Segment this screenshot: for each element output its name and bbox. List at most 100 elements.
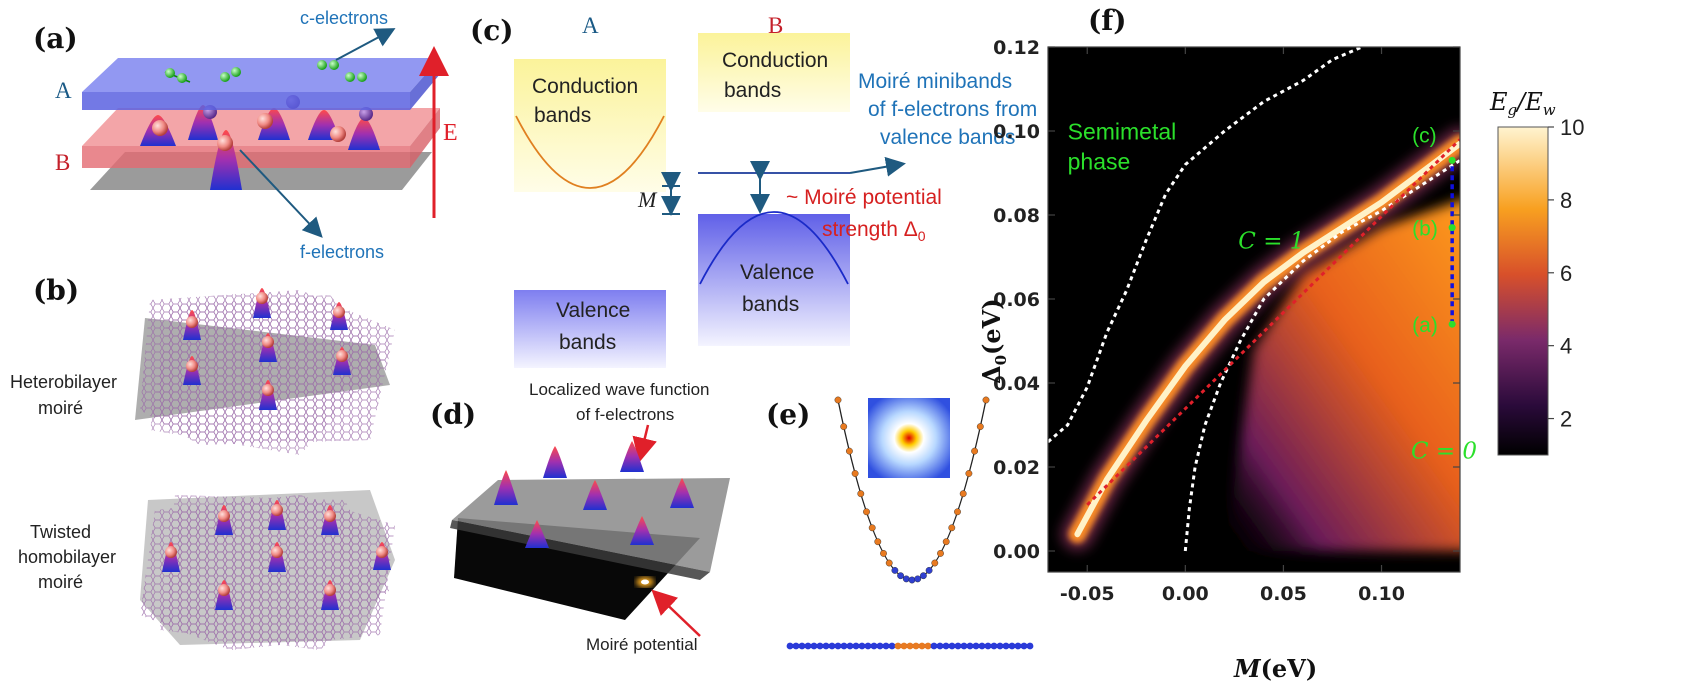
sample-point-label: (b): [1412, 218, 1438, 241]
panel-a-label: (a): [33, 22, 78, 55]
y-tick-label: 0.10: [993, 121, 1040, 143]
potential-sample: [925, 567, 933, 574]
lattice-site: [996, 642, 1004, 650]
minibands-line-1: Moiré minibands: [858, 70, 1012, 93]
lattice-site: [870, 642, 878, 650]
y-tick-label: 0.12: [993, 37, 1040, 59]
homo-label-3: moiré: [38, 572, 83, 592]
potential-sample: [897, 572, 904, 580]
x-tick-label: 0.05: [1260, 583, 1307, 605]
lattice-site: [954, 642, 962, 650]
potential-sample: [885, 559, 893, 567]
c-electron: [357, 72, 367, 82]
lattice-site: [876, 642, 884, 650]
f-electron: [330, 126, 346, 142]
panel-c-label: (c): [470, 14, 514, 47]
lattice-site: [978, 642, 986, 650]
chern-1-label: C = 1: [1238, 229, 1304, 255]
lattice-site: [864, 642, 872, 650]
panel-b: (b) Heterobilayer moiré: [10, 274, 395, 650]
lattice-site: [900, 642, 908, 650]
c-electron: [231, 67, 241, 77]
lattice-site: [882, 642, 890, 650]
hetero-label-1: Heterobilayer: [10, 372, 117, 392]
panel-e: (e): [766, 396, 1034, 650]
colorbar-tick-label: 4: [1560, 334, 1572, 359]
potential-sample: [971, 447, 978, 455]
minibands-line-2: of f-electrons from: [868, 98, 1037, 121]
moire-potential-arrow-d: [651, 589, 701, 637]
lattice-site: [804, 642, 812, 650]
lattice-site: [924, 642, 932, 650]
potential-sample: [937, 550, 944, 557]
sample-points: [1448, 156, 1456, 328]
c-electrons-label: c-electrons: [300, 8, 388, 28]
conduction-band-a: [514, 59, 666, 192]
lattice-site: [984, 642, 992, 650]
panel-d-label: (d): [430, 398, 476, 431]
lattice-site: [1026, 642, 1034, 650]
lattice-site: [810, 642, 818, 650]
x-tick-label: 0.00: [1162, 583, 1209, 605]
c-electron: [317, 60, 327, 70]
chern-0-label: C = 0: [1411, 439, 1477, 465]
lattice-site: [834, 642, 842, 650]
potential-sample: [834, 396, 842, 404]
panel-f-label: (f): [1088, 4, 1127, 37]
f-electron: [257, 113, 273, 129]
f-electron-peak: [210, 130, 242, 190]
column-b-label: B: [768, 13, 783, 38]
lattice-site: [852, 642, 860, 650]
c-electron: [329, 60, 339, 70]
phase-boundary-upper: [1048, 47, 1363, 443]
potential-sample: [891, 567, 899, 574]
lattice-site: [1020, 642, 1028, 650]
wavefunction-peaks: [494, 441, 694, 548]
wavefunction-inset: [868, 398, 950, 478]
potential-sample: [954, 508, 961, 516]
lattice-site: [966, 642, 974, 650]
layer-b-label: B: [55, 150, 70, 175]
layer-a-label: A: [55, 78, 72, 103]
lattice-site: [1002, 642, 1010, 650]
m-label: M: [637, 187, 658, 212]
lattice-site: [990, 642, 998, 650]
hetero-peaks: [183, 288, 351, 410]
potential-sample: [920, 572, 927, 580]
phase-boundary-lower: [1183, 159, 1460, 552]
y-tick-label: 0.02: [993, 457, 1040, 479]
lattice-site: [1014, 642, 1022, 650]
potential-sample: [959, 490, 967, 498]
c-electron: [165, 68, 175, 78]
y-tick-label: 0.00: [993, 541, 1040, 563]
lattice-site: [822, 642, 830, 650]
fit-line: [1086, 138, 1460, 506]
c-electron: [345, 72, 355, 82]
f-electron-peak: [348, 118, 380, 150]
colorbar-tick-label: 10: [1560, 115, 1584, 140]
lattice-site: [828, 642, 836, 650]
c-electron: [177, 73, 187, 83]
conduction-b-line-2: bands: [724, 79, 781, 102]
f-electron: [217, 135, 233, 151]
potential-sample: [857, 490, 865, 498]
lattice-site: [942, 642, 950, 650]
valence-dispersion-b: [699, 211, 849, 285]
colorbar-tick-label: 2: [1560, 407, 1572, 432]
lattice-site: [912, 642, 920, 650]
lattice-site: [846, 642, 854, 650]
minibands-arrow: [849, 156, 906, 177]
sample-point-label: (a): [1412, 314, 1438, 337]
lattice-site: [960, 642, 968, 650]
potential-sample: [902, 575, 910, 583]
y-tick-label: 0.08: [993, 205, 1040, 227]
y-axis-label: Δ0(eV): [977, 298, 1010, 384]
sample-point: [1448, 320, 1456, 328]
potential-sample: [976, 423, 984, 430]
potential-sample: [965, 470, 973, 477]
x-tick-label: 0.10: [1358, 583, 1405, 605]
hetero-lattice: [150, 295, 385, 455]
gap-ridge-core: [1074, 140, 1460, 538]
